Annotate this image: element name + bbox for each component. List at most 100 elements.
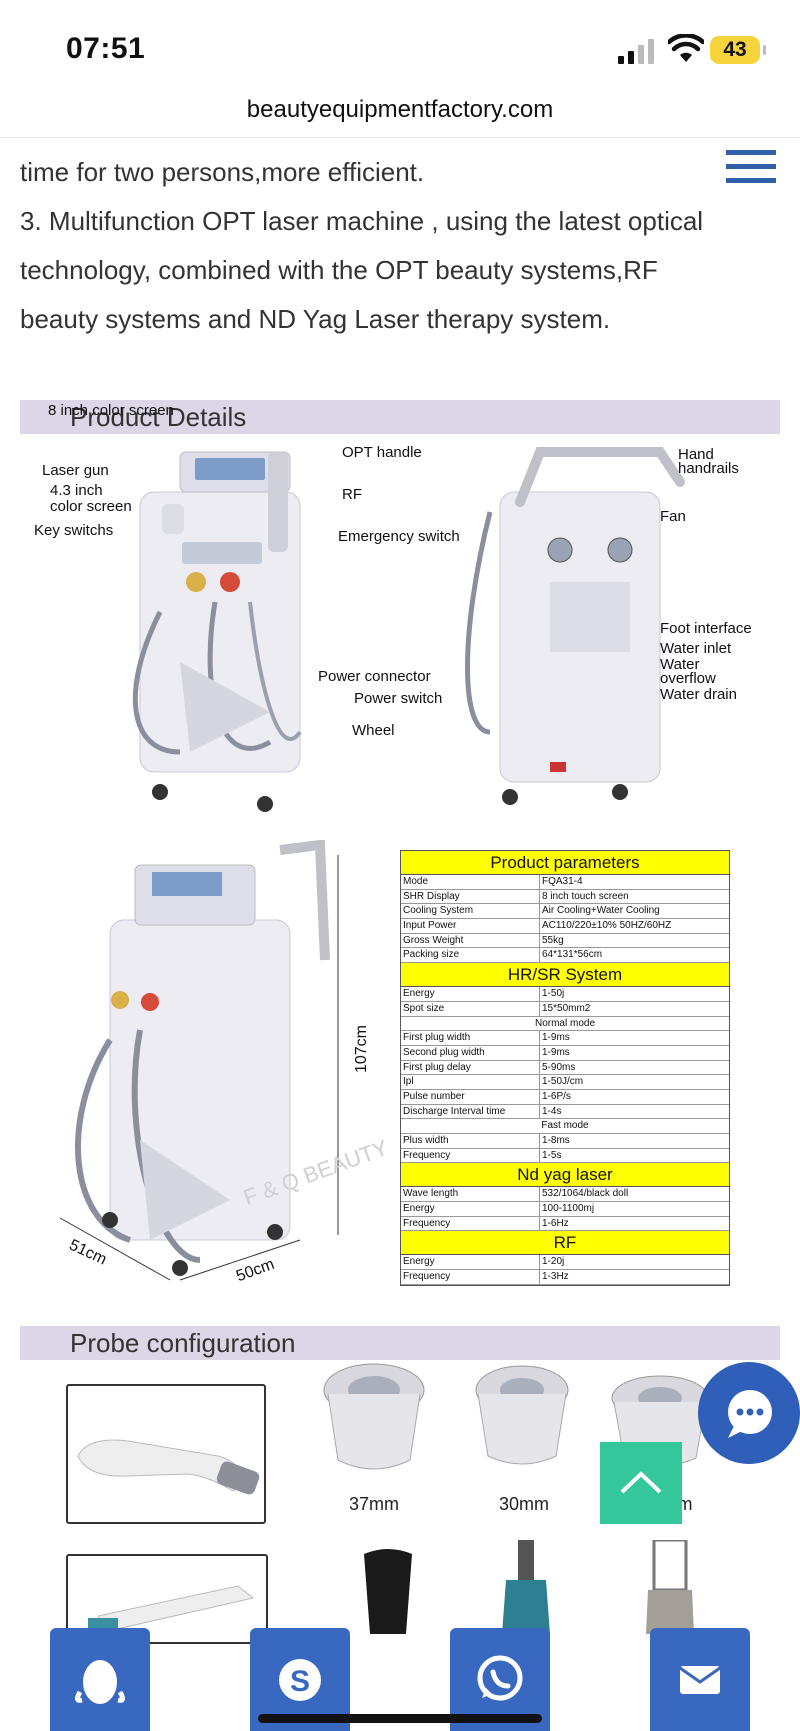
svg-text:S: S bbox=[290, 1665, 310, 1698]
row-value: Air Cooling+Water Cooling bbox=[542, 905, 660, 917]
chat-bubble-icon bbox=[728, 1390, 772, 1438]
row-value: AC110/220±10% 50HZ/60HZ bbox=[542, 920, 672, 932]
row-key: Energy bbox=[401, 987, 540, 1001]
machine-illustration bbox=[132, 447, 685, 812]
label-color-screen: color screen bbox=[50, 498, 132, 515]
row-value: 1-50J/cm bbox=[542, 1076, 584, 1088]
label-emergency-switch: Emergency switch bbox=[338, 528, 460, 545]
label-hand: Hand bbox=[678, 446, 714, 463]
skype-icon: S bbox=[279, 1659, 321, 1701]
row-value: 15*50mm2 bbox=[542, 1002, 591, 1014]
row-value: 532/1064/black doll bbox=[542, 1188, 629, 1200]
row-key: Second plug width bbox=[401, 1045, 540, 1060]
table-section-title: Product parameters bbox=[401, 851, 729, 875]
chevron-up-icon bbox=[620, 1471, 662, 1494]
row-value: 1-9ms bbox=[542, 1046, 570, 1058]
label-rf: RF bbox=[342, 486, 362, 503]
text-line: 3. Multifunction OPT laser machine , usi… bbox=[20, 206, 704, 236]
row-key: Discharge Interval time bbox=[401, 1104, 540, 1119]
label-overflow: overflow bbox=[660, 670, 716, 687]
row-key: Energy bbox=[401, 1202, 540, 1216]
mail-button[interactable] bbox=[650, 1628, 750, 1731]
row-key: Gross Weight bbox=[401, 933, 540, 948]
label-water: Water bbox=[660, 656, 700, 673]
product-details-diagram: 8 inch color screen Laser gun 4.3 inch c… bbox=[20, 402, 780, 822]
probe-37mm-image bbox=[323, 1363, 425, 1470]
mode-subheader: Normal mode bbox=[401, 1017, 729, 1032]
row-key: Ipl bbox=[401, 1075, 540, 1089]
text-line: time for two persons,more efficient. bbox=[20, 157, 425, 187]
row-key: First plug delay bbox=[401, 1060, 540, 1075]
table-section-title: HR/SR System bbox=[401, 963, 729, 988]
section-header-probe-configuration: Probe configuration bbox=[20, 1326, 780, 1360]
row-key: First plug width bbox=[401, 1031, 540, 1045]
row-key: Cooling System bbox=[401, 904, 540, 919]
row-value: 100-1100mj bbox=[542, 1203, 595, 1215]
status-bar: 07:51 43 bbox=[0, 0, 800, 92]
text-line: technology, combined with the OPT beauty… bbox=[20, 255, 658, 285]
row-value: 1-20j bbox=[542, 1256, 565, 1268]
probe-30mm-image bbox=[475, 1365, 569, 1465]
qq-penguin-icon bbox=[74, 1660, 126, 1704]
row-key: SHR Display bbox=[401, 889, 540, 904]
row-value: 1-50j bbox=[542, 988, 565, 1000]
text-line: beauty systems and ND Yag Laser therapy … bbox=[20, 304, 611, 334]
hamburger-menu-icon[interactable] bbox=[726, 150, 776, 184]
row-value: 64*131*56cm bbox=[542, 949, 603, 961]
row-key: Input Power bbox=[401, 919, 540, 933]
label-power-switch: Power switch bbox=[354, 690, 443, 707]
row-value: 8 inch touch screen bbox=[542, 890, 629, 902]
section-header-product-details: Product Details bbox=[20, 400, 780, 434]
label-key-switchs: Key switchs bbox=[34, 522, 114, 539]
table-section-title: RF bbox=[401, 1231, 729, 1256]
probe-black-tip-image bbox=[364, 1549, 412, 1634]
whatsapp-icon bbox=[477, 1655, 523, 1701]
section-title: Probe configuration bbox=[70, 1328, 296, 1358]
row-key: Mode bbox=[401, 875, 540, 889]
label-water-inlet: Water inlet bbox=[660, 640, 732, 657]
row-value: 5-90ms bbox=[542, 1061, 576, 1073]
label-opt-handle: OPT handle bbox=[342, 444, 422, 461]
skype-button[interactable]: S bbox=[250, 1628, 350, 1731]
label-43inch: 4.3 inch bbox=[50, 482, 103, 499]
probe-size-label: 37mm bbox=[348, 1494, 399, 1514]
status-time: 07:51 bbox=[66, 32, 146, 65]
row-key: Pulse number bbox=[401, 1089, 540, 1104]
label-foot-interface: Foot interface bbox=[660, 620, 752, 637]
qq-button[interactable] bbox=[50, 1628, 150, 1731]
dimension-height: 107cm bbox=[353, 1024, 371, 1074]
handpiece-illustration bbox=[77, 1439, 260, 1495]
label-wheel: Wheel bbox=[352, 722, 395, 739]
row-value: FQA31-4 bbox=[542, 876, 583, 887]
label-8inch-screen: 8 inch color screen bbox=[48, 402, 174, 419]
address-bar[interactable]: beautyequipmentfactory.com bbox=[0, 92, 800, 138]
probe-handle-image bbox=[66, 1384, 266, 1524]
row-value: 1-3Hz bbox=[542, 1271, 569, 1283]
scroll-to-top-button[interactable] bbox=[600, 1442, 682, 1524]
row-key: Frequency bbox=[401, 1270, 540, 1284]
row-value: 1-5s bbox=[542, 1149, 562, 1161]
whatsapp-button[interactable] bbox=[450, 1628, 550, 1731]
row-key: Plus width bbox=[401, 1134, 540, 1148]
home-indicator[interactable] bbox=[258, 1714, 542, 1723]
row-key: Frequency bbox=[401, 1216, 540, 1231]
chat-button[interactable] bbox=[698, 1362, 800, 1464]
mode-subheader: Fast mode bbox=[401, 1119, 729, 1134]
